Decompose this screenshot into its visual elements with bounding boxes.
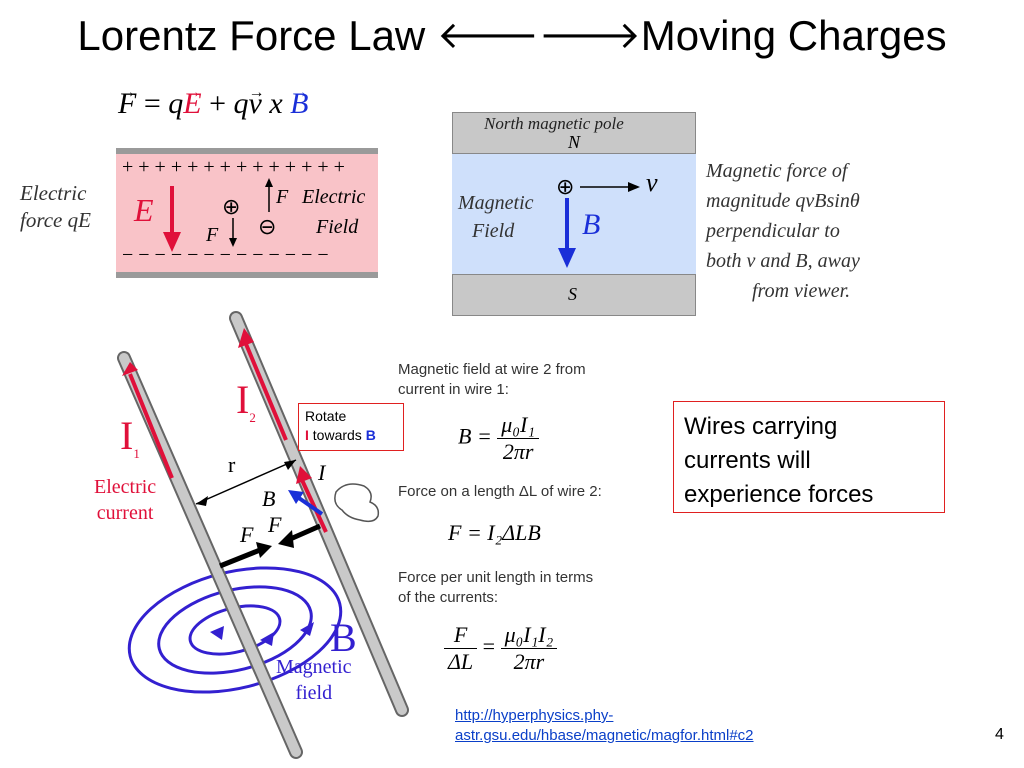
rotate-i: I: [305, 427, 309, 443]
magnetic-field-panel: North magnetic pole N S Magnetic Field ⊕…: [452, 112, 696, 316]
top-plate: [116, 148, 378, 154]
b-field-label: B: [582, 208, 601, 241]
north-pole: [452, 112, 696, 154]
positive-charge-icon: ⊕: [222, 194, 241, 219]
e-field-arrow-icon: [163, 186, 181, 252]
plus-sign: +: [209, 87, 226, 120]
n-label: N: [568, 132, 581, 152]
force-label-up: F: [276, 186, 289, 208]
i2-label: I2: [236, 377, 256, 425]
right-hand-icon: [334, 483, 380, 523]
e-field-label: E: [134, 192, 154, 228]
south-pole: [452, 274, 696, 316]
bottom-plate: [116, 272, 378, 278]
vector-E: E→: [183, 84, 202, 120]
b-field-arrow-icon: [558, 198, 576, 268]
negative-charges-row: − − − − − − − − − − − − −: [122, 244, 329, 266]
wires-summary-box: Wires carrying currents will experience …: [673, 401, 945, 513]
distance-r-label: r: [228, 452, 236, 477]
force-f1-label: F: [240, 522, 254, 547]
force-f2-label: F: [268, 512, 282, 537]
positive-charge-icon: ⊕: [556, 174, 575, 199]
velocity-arrow-icon: [580, 182, 640, 192]
electric-current-label: Electric current: [94, 476, 157, 524]
rotate-b: B: [365, 427, 376, 443]
charge-q2: q: [233, 87, 249, 120]
down-force-arrow-icon: [229, 218, 237, 247]
current-i-label: I: [318, 460, 326, 485]
cross-x: x: [269, 87, 283, 120]
left-arrow-icon: 🡐: [436, 15, 539, 57]
electric-field-label-1: Electric: [302, 186, 366, 208]
electric-force-label: Electric force qE: [20, 181, 91, 232]
force-equation: F = I₂ΔLB: [448, 520, 541, 545]
per-unit-description: Force per unit length in terms of the cu…: [398, 569, 594, 606]
b-field-big-label: B: [330, 615, 357, 660]
equals-sign: =: [143, 87, 161, 120]
magnetic-field-region: [452, 154, 696, 274]
rotate-towards: towards: [308, 427, 366, 443]
s-label: S: [568, 284, 577, 304]
electric-field-panel: + + + + + + + + + + + + + + − − − − − − …: [116, 148, 378, 278]
charge-q: q: [168, 87, 184, 120]
magnetic-field-label-1: Magnetic: [458, 192, 534, 214]
magnetic-field-label: Magnetic field: [276, 656, 352, 704]
negative-charge-icon: ⊖: [258, 214, 277, 239]
north-pole-label: North magnetic pole: [484, 114, 624, 133]
field-description: Magnetic field at wire 2 from current in…: [398, 361, 586, 398]
vector-v: v→: [248, 84, 265, 120]
magnetic-force-description: Magnetic force of magnitude qvBsinθ perp…: [706, 160, 860, 302]
velocity-label: v: [646, 168, 658, 197]
vector-B: B→: [290, 84, 309, 120]
rotate-note-box: Rotate I towards B: [298, 403, 404, 451]
positive-charges-row: + + + + + + + + + + + + + +: [122, 156, 345, 178]
page-number: 4: [995, 726, 1004, 743]
title-left: Lorentz Force Law: [77, 12, 437, 59]
force-description: Force on a length ΔL of wire 2:: [398, 483, 602, 500]
vector-F: F→: [118, 84, 137, 120]
rotate-line1: Rotate: [305, 408, 347, 424]
electric-field-label-2: Field: [316, 216, 359, 238]
electric-field-region: [116, 154, 378, 272]
lorentz-equation: F→ = qE→ + qv→ x B→: [118, 84, 308, 124]
up-force-arrow-icon: [265, 178, 273, 212]
i1-label: I1: [120, 413, 140, 461]
b-small-label: B: [262, 486, 276, 511]
slide-title: Lorentz Force Law 🡐🡒Moving Charges: [0, 10, 1024, 62]
force-label-down: F: [206, 224, 219, 246]
parallel-wires-diagram: [117, 311, 409, 759]
source-link[interactable]: http://hyperphysics.phy- astr.gsu.edu/hb…: [455, 707, 754, 744]
right-arrow-icon: 🡒: [538, 15, 641, 57]
magnetic-field-label-2: Field: [472, 220, 515, 242]
title-right: Moving Charges: [640, 12, 947, 59]
